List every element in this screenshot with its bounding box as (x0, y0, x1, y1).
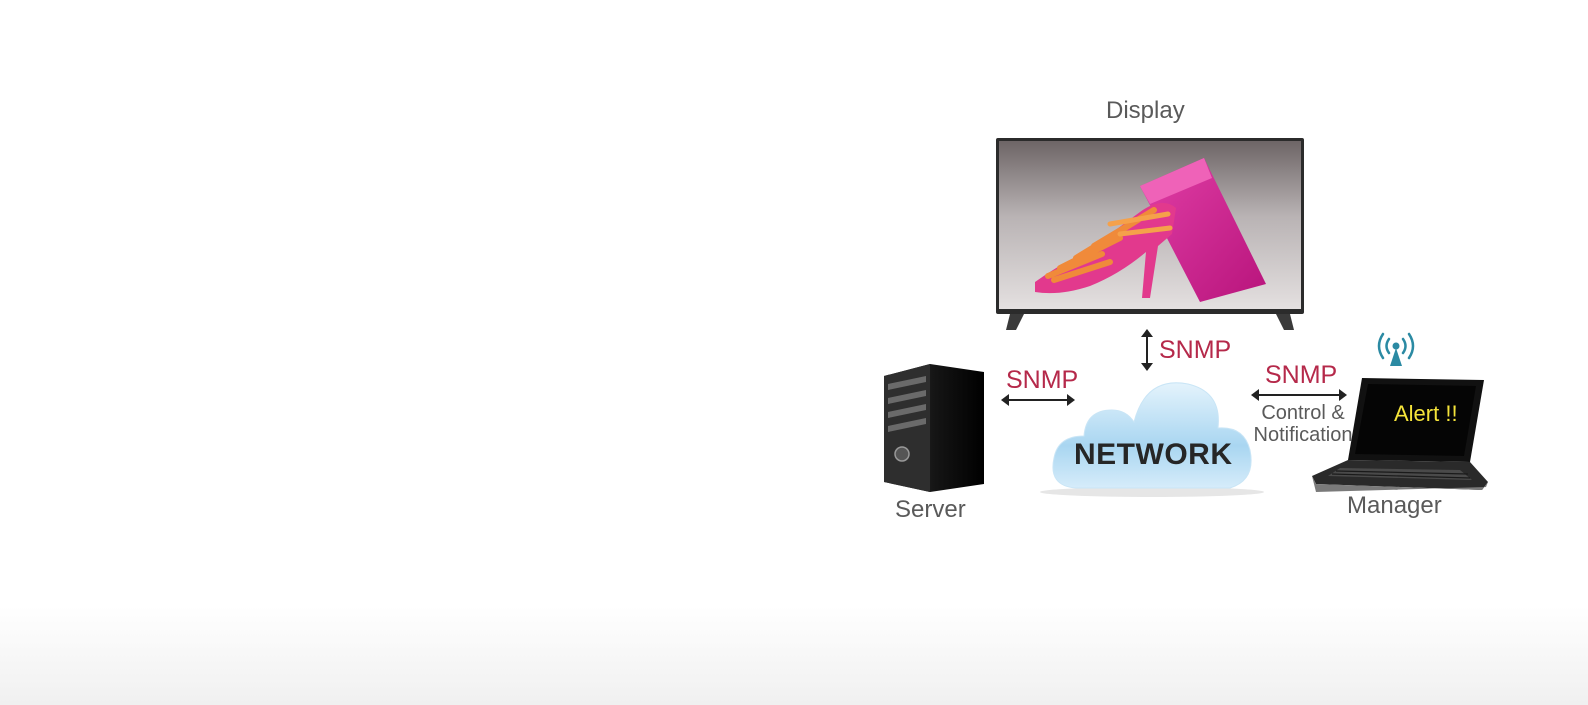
server-network-arrow (1001, 394, 1075, 406)
snmp-network-manager-label: SNMP (1265, 361, 1338, 389)
snmp-server-network-label: SNMP (1006, 366, 1079, 394)
control-note-line: Control & (1261, 402, 1345, 424)
server-tower-icon (884, 364, 984, 492)
wireless-signal-icon (1377, 332, 1415, 366)
network-cloud-icon (1040, 382, 1264, 497)
control-notification-note: Control & Notification (1248, 402, 1358, 446)
display-network-arrow (1141, 329, 1153, 371)
laptop-icon (1312, 378, 1488, 492)
alert-text: Alert !! (1394, 401, 1458, 426)
manager-label: Manager (1347, 492, 1442, 519)
snmp-display-network-label: SNMP (1159, 336, 1232, 364)
notification-note-line: Notification (1253, 424, 1353, 446)
server-label: Server (895, 496, 966, 523)
display-label: Display (1106, 97, 1185, 124)
tv-display-icon (996, 138, 1304, 330)
network-label: NETWORK (1074, 438, 1233, 471)
network-manager-arrow (1251, 389, 1347, 401)
